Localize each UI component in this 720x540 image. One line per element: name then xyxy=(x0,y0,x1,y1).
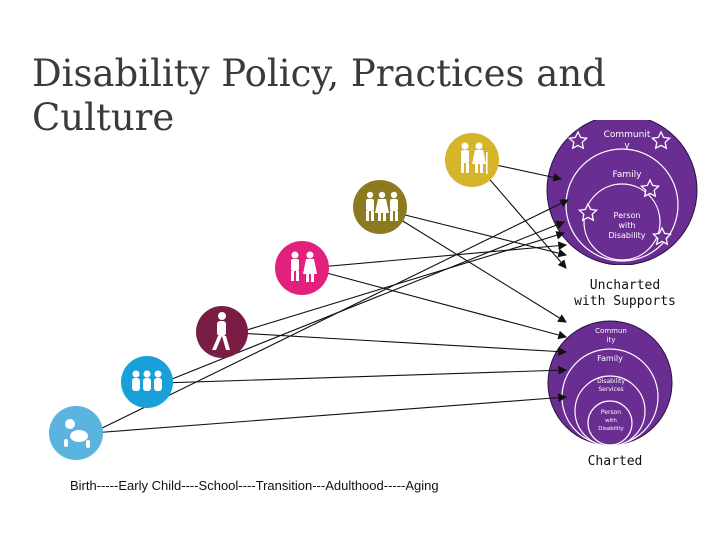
star-icon xyxy=(577,202,599,222)
family-label-lower: Family xyxy=(597,354,623,363)
charted-caption: Charted xyxy=(588,454,643,469)
person-label-1: Person xyxy=(614,211,641,220)
young-adults-icon xyxy=(275,241,329,295)
charted-circles xyxy=(547,320,673,447)
community-label: Communit xyxy=(604,130,651,140)
star-icon xyxy=(650,130,672,150)
timeline-label: Birth-----Early Child----School----Trans… xyxy=(70,478,439,493)
arrow xyxy=(384,209,567,323)
community-label-2: y xyxy=(624,141,630,151)
person-label-lower-1: Person xyxy=(601,409,621,416)
person-label-lower-3: Disability xyxy=(598,426,624,432)
title-line-1: Disability Policy, Practices and xyxy=(32,52,606,95)
uncharted-caption-1: Uncharted xyxy=(590,278,660,293)
star-icon xyxy=(567,130,589,150)
family-label: Family xyxy=(613,170,643,180)
star-icon xyxy=(639,178,661,198)
arrow xyxy=(161,220,566,384)
page-title: Disability Policy, Practices and Culture xyxy=(32,52,632,140)
arrows xyxy=(91,159,569,434)
arrow xyxy=(384,209,568,258)
arrow xyxy=(91,199,569,434)
teen-icon xyxy=(196,306,248,358)
person-label-3: Disability xyxy=(608,231,645,240)
uncharted-caption-2: with Supports xyxy=(574,294,676,309)
uncharted-circles xyxy=(546,120,698,265)
person-label-lower-2: with xyxy=(605,418,617,424)
community-label-lower-1: Commun xyxy=(595,327,627,335)
person-label-2: with xyxy=(619,221,636,230)
children-icon xyxy=(121,356,173,408)
services-label-2: Services xyxy=(598,386,623,393)
adults-icon xyxy=(353,180,407,234)
arrow xyxy=(91,393,568,434)
arrow xyxy=(307,241,568,269)
community-label-lower-2: ity xyxy=(607,336,616,344)
star-icon xyxy=(651,226,673,246)
person-circle-lower xyxy=(587,400,633,446)
services-label-1: Disability xyxy=(597,378,625,385)
title-line-2: Culture xyxy=(32,96,175,139)
arrow xyxy=(161,365,568,384)
arrow xyxy=(236,332,568,356)
person-circle xyxy=(583,183,661,261)
arrow xyxy=(307,267,568,340)
baby-icon xyxy=(49,406,103,460)
elderly-icon xyxy=(445,133,499,187)
